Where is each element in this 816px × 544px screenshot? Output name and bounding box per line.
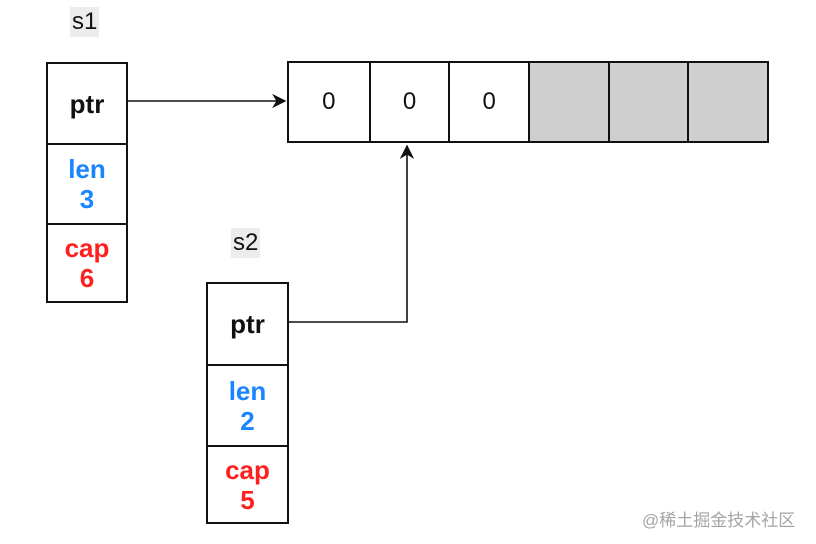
- s1-label: s1: [70, 7, 100, 37]
- watermark: @稀土掘金技术社区: [642, 511, 796, 530]
- s2-ptr-cell: ptr: [208, 284, 287, 364]
- s1-struct: ptr len 3 cap 6: [46, 62, 128, 303]
- s2-len-value: 2: [240, 405, 255, 436]
- array-cell-empty: [687, 63, 768, 141]
- s2-ptr-arrow: [289, 144, 415, 323]
- array-cell: 0: [368, 63, 449, 141]
- s1-cap-label: cap: [64, 233, 110, 263]
- array-cell-empty: [528, 63, 608, 141]
- backing-array: 0 0 0: [287, 61, 769, 143]
- s1-cap-cell: cap 6: [48, 223, 126, 301]
- array-cell: 0: [448, 63, 528, 141]
- s2-cap-label: cap: [225, 454, 270, 485]
- s1-cap-value: 6: [79, 263, 95, 293]
- s2-cap-value: 5: [240, 484, 255, 515]
- s2-len-label: len: [228, 375, 267, 406]
- s1-len-value: 3: [79, 184, 95, 214]
- array-cell-empty: [607, 63, 688, 141]
- s2-ptr-label: ptr: [230, 309, 265, 339]
- s2-struct: ptr len 2 cap 5: [206, 282, 289, 524]
- s1-ptr-cell: ptr: [48, 64, 126, 143]
- s2-cap-cell: cap 5: [208, 445, 287, 522]
- s2-label: s2: [231, 228, 261, 258]
- s1-len-label: len: [68, 154, 106, 184]
- array-cell: 0: [322, 88, 336, 115]
- s2-len-cell: len 2: [208, 364, 287, 445]
- s1-ptr-label: ptr: [69, 88, 105, 119]
- s1-len-cell: len 3: [48, 143, 126, 223]
